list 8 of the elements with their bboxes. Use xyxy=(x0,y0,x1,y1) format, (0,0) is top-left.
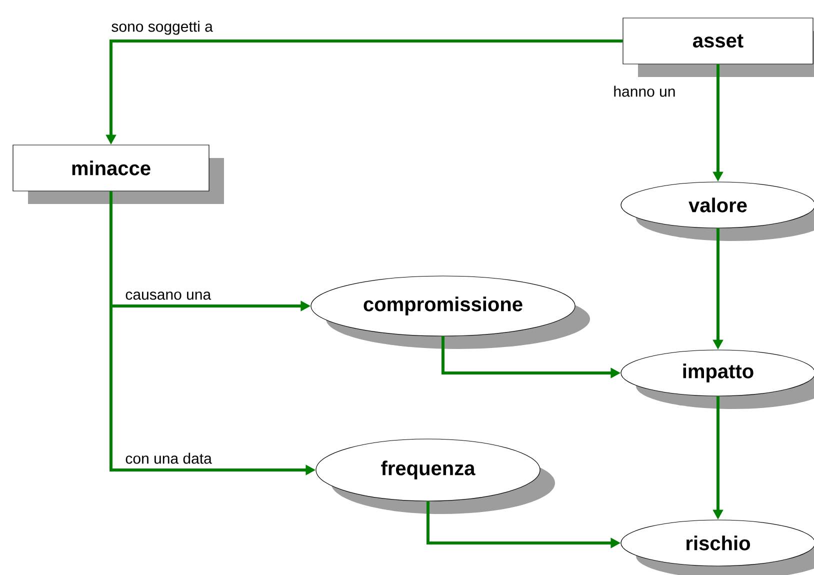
process-box: minacce xyxy=(12,144,224,204)
edge-label: sono soggetti a xyxy=(110,20,214,36)
node-label: impatto xyxy=(683,364,754,382)
edge-label: hanno un xyxy=(612,84,677,98)
node-label: valore xyxy=(688,198,747,212)
edge-label: con una data xyxy=(124,452,213,465)
process-box: asset xyxy=(622,18,814,77)
edge-label: causano una xyxy=(124,290,212,301)
